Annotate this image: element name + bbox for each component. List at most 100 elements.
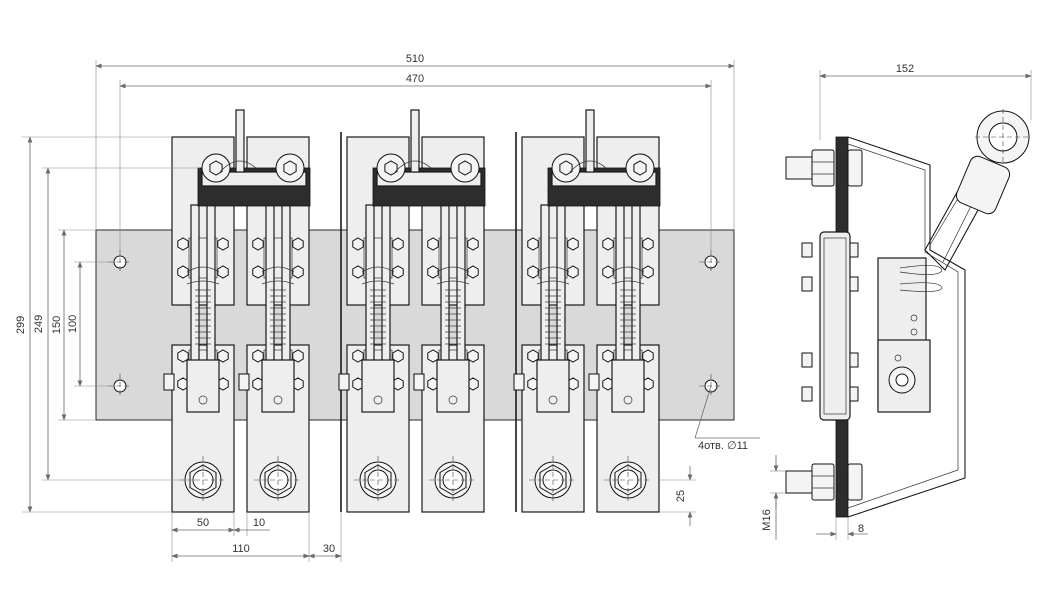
upper-contact-nut	[602, 265, 614, 279]
upper-contact-nut	[567, 265, 579, 279]
dimension-overall-width: 510	[406, 53, 424, 65]
side-bolt	[801, 276, 813, 292]
upper-contact-frame	[438, 237, 468, 279]
side-stud	[238, 373, 250, 391]
hinge-pin	[623, 395, 633, 405]
pivot-nut	[458, 160, 472, 176]
dimension-terminal-offset: 25	[675, 490, 687, 502]
operating-mechanism-3	[547, 109, 661, 207]
blade-spring	[536, 266, 570, 273]
lower-contact-nut	[602, 349, 614, 363]
hinge-block	[361, 359, 395, 413]
blade-spring	[536, 280, 570, 285]
pivot-nut	[384, 160, 398, 176]
lower-contact-nut	[217, 349, 229, 363]
dimension-gap: 10	[253, 517, 265, 529]
side-bolt	[849, 276, 859, 292]
blade-spring	[186, 280, 220, 285]
hinge-block	[611, 359, 645, 413]
drive-link	[394, 160, 436, 173]
upper-contact-nut	[177, 237, 189, 251]
blade-spring	[611, 266, 645, 273]
blade-spring	[361, 266, 395, 273]
upper-contact-nut	[427, 265, 439, 279]
blade-spring	[261, 266, 295, 273]
upper-contact-nut	[467, 237, 479, 251]
blade-spring	[186, 266, 220, 273]
upper-contact-nut	[467, 265, 479, 279]
side-bottom-stud	[785, 470, 813, 494]
hinge-block	[536, 359, 570, 413]
lower-contact-nut	[642, 349, 654, 363]
upper-contact-frame	[538, 237, 568, 279]
pivot-nut	[633, 160, 647, 176]
upper-contact-nut	[352, 237, 364, 251]
drive-rod	[410, 109, 420, 173]
hinge-pin	[548, 395, 558, 405]
dimension-pole-gap: 30	[323, 543, 335, 555]
upper-contact-nut	[252, 237, 264, 251]
side-top-stud	[785, 156, 813, 180]
upper-contact-nut	[352, 265, 364, 279]
switch-poles	[163, 109, 661, 513]
dimension-pole-width: 50	[197, 517, 209, 529]
upper-contact-nut	[252, 265, 264, 279]
hinge-block	[261, 359, 295, 413]
dimension-bus-height: 249	[33, 315, 45, 333]
side-bolt	[801, 352, 813, 368]
blade-spring	[361, 280, 395, 285]
blade-spring	[436, 280, 470, 285]
side-pivot-inner	[895, 373, 909, 387]
lower-contact-nut	[527, 349, 539, 363]
side-stud	[588, 373, 600, 391]
blade-spring	[436, 266, 470, 273]
upper-contact-nut	[217, 265, 229, 279]
side-top-nut	[811, 149, 835, 187]
pivot-nut	[283, 160, 297, 176]
operating-mechanism-1	[197, 109, 311, 207]
side-stud	[163, 373, 175, 391]
side-lever-grip	[955, 155, 1011, 215]
lower-contact-nut	[427, 349, 439, 363]
drive-link	[219, 160, 261, 173]
hole-note: 4отв. ∅11	[698, 440, 748, 452]
dimension-hole-vertical: 100	[67, 315, 79, 333]
hinge-pin	[373, 395, 383, 405]
side-bolt	[801, 386, 813, 402]
dimension-overall-height: 299	[15, 316, 27, 334]
upper-contact-nut	[292, 237, 304, 251]
upper-contact-nut	[527, 237, 539, 251]
dimension-side-depth: 152	[896, 63, 914, 75]
pivot-nut	[209, 160, 223, 176]
switch-blade-4	[413, 136, 485, 513]
dimension-plate-height: 150	[51, 316, 63, 334]
hinge-pin	[273, 395, 283, 405]
upper-contact-nut	[642, 265, 654, 279]
drive-rod	[585, 109, 595, 173]
side-bottom-nut	[811, 463, 835, 501]
dimension-thread: M16	[761, 509, 773, 530]
hinge-block	[186, 359, 220, 413]
side-profile	[847, 136, 966, 518]
upper-contact-nut	[177, 265, 189, 279]
hinge-pin	[198, 395, 208, 405]
switch-blade-2	[238, 136, 310, 513]
hinge-pin	[448, 395, 458, 405]
lower-contact-nut	[292, 349, 304, 363]
upper-contact-nut	[427, 237, 439, 251]
upper-contact-frame	[188, 237, 218, 279]
pivot-nut	[559, 160, 573, 176]
blade-spring	[611, 280, 645, 285]
side-bolt	[849, 242, 859, 258]
upper-contact-nut	[642, 237, 654, 251]
lower-contact-nut	[352, 349, 364, 363]
upper-contact-nut	[567, 237, 579, 251]
upper-contact-nut	[392, 237, 404, 251]
side-insulator	[819, 231, 851, 421]
upper-contact-nut	[602, 237, 614, 251]
upper-contact-frame	[363, 237, 393, 279]
lower-contact-nut	[467, 349, 479, 363]
upper-contact-frame	[263, 237, 293, 279]
